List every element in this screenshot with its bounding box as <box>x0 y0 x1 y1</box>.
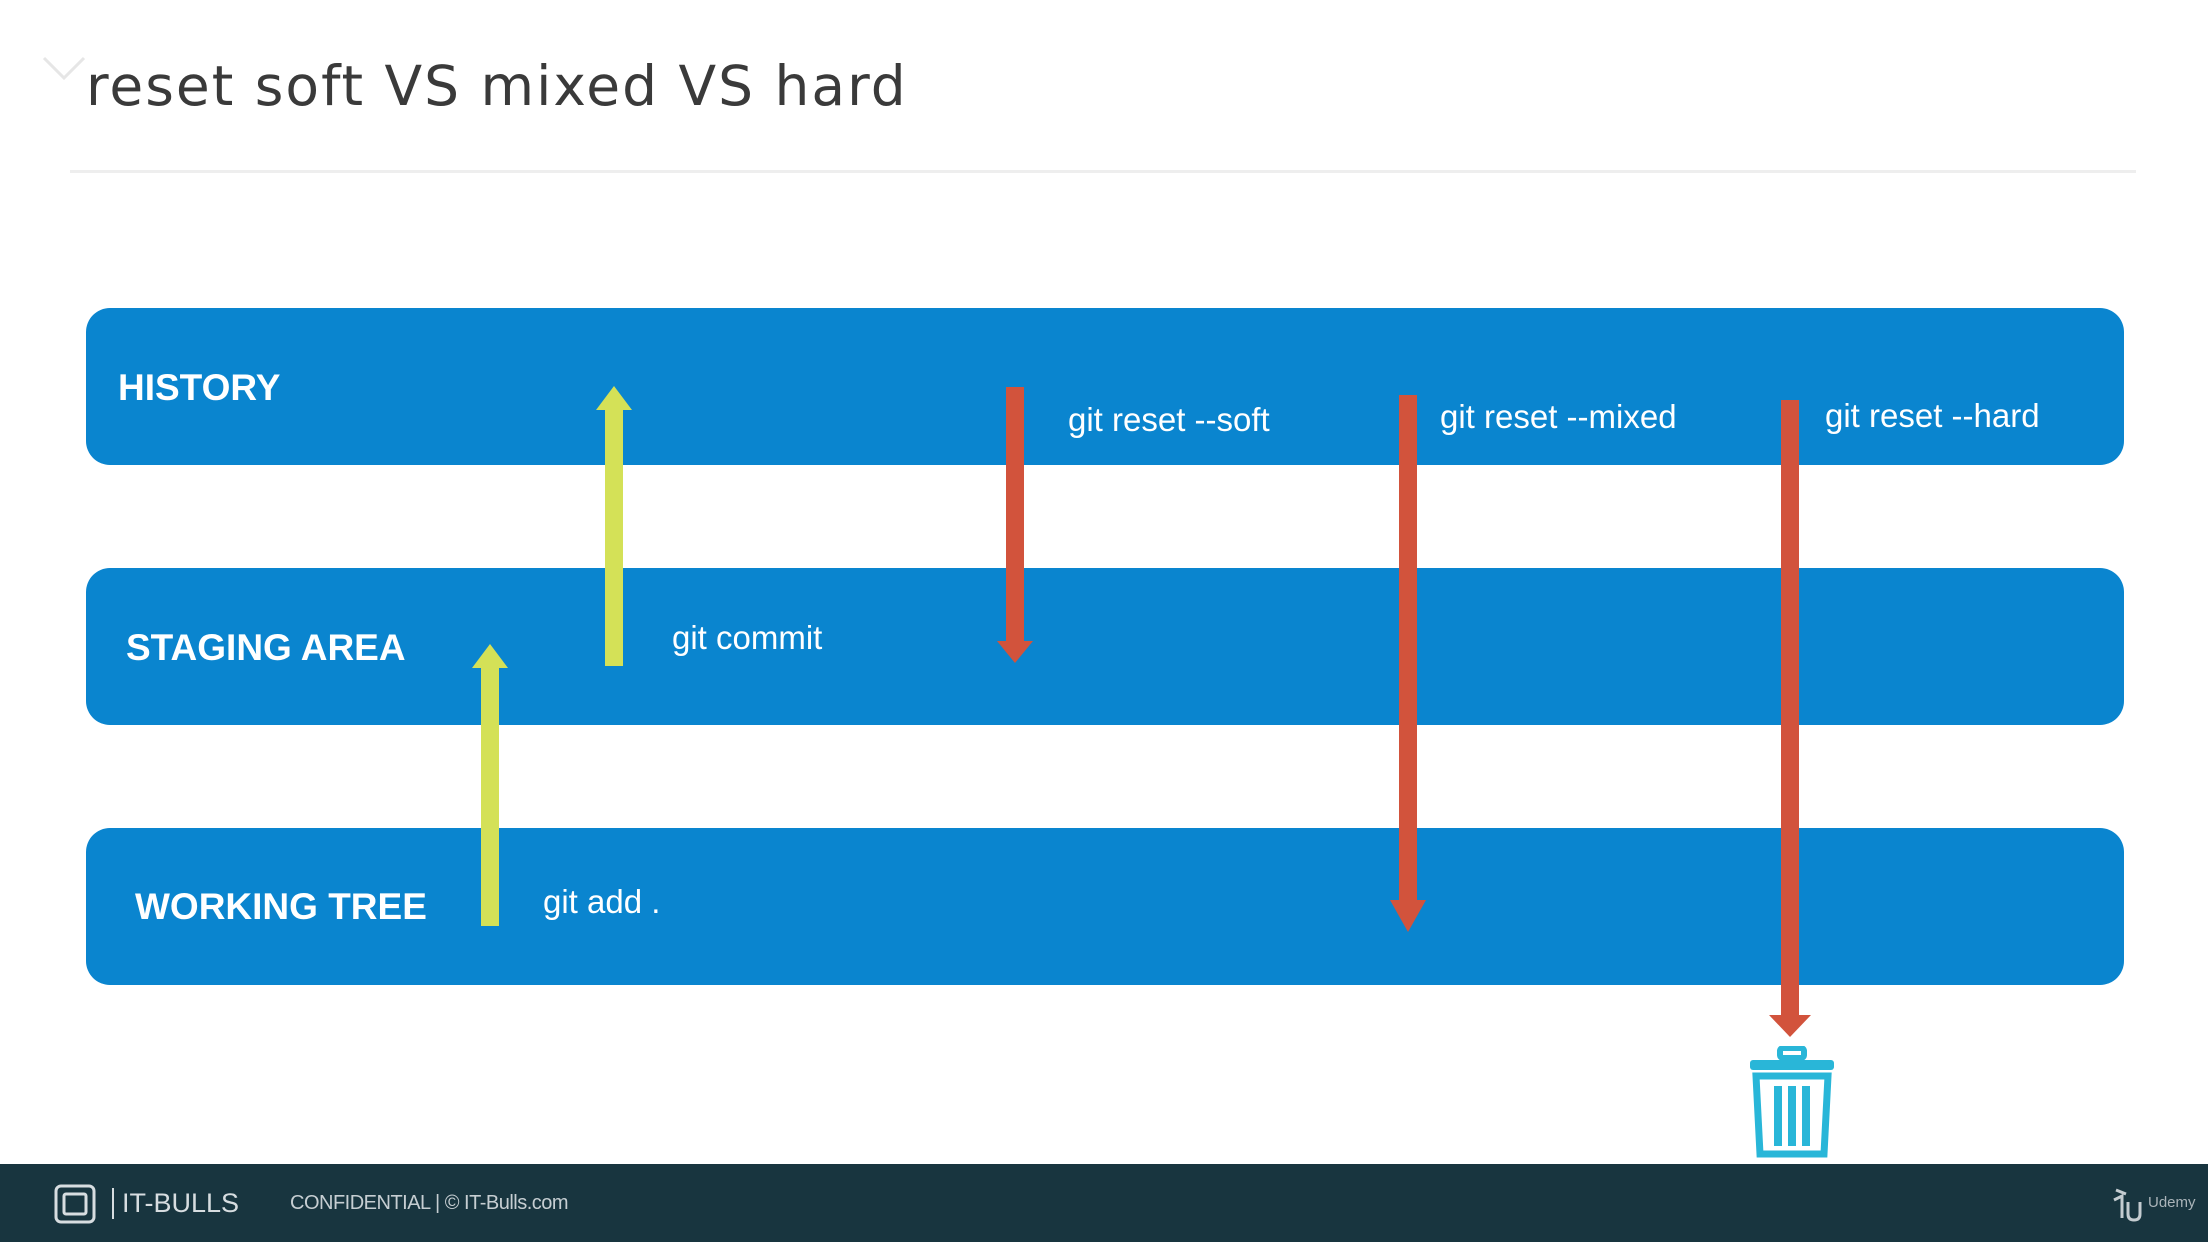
git-reset-soft-label: git reset --soft <box>1068 401 1270 438</box>
slide-corner-mark-icon <box>42 56 86 81</box>
slide-title: reset soft VS mixed VS hard <box>86 54 908 118</box>
reset-mixed-arrow <box>1390 395 1426 932</box>
footer-confidential-text: CONFIDENTIAL | © IT-Bulls.com <box>290 1192 569 1214</box>
git-reset-hard-label: git reset --hard <box>1825 397 2040 434</box>
udemy-label: Udemy <box>2148 1194 2196 1211</box>
git-commit-label: git commit <box>672 619 823 656</box>
git-reset-mixed-label: git reset --mixed <box>1440 398 1677 435</box>
git-add-label: git add . <box>543 883 661 920</box>
trash-icon <box>1750 1046 1834 1158</box>
working-tree-label: WORKING TREE <box>135 886 427 927</box>
reset-hard-arrow <box>1769 400 1811 1037</box>
footer-brand: IT-BULLS <box>112 1188 239 1219</box>
staging-area-label: STAGING AREA <box>126 627 406 668</box>
it-bulls-logo-icon <box>54 1184 96 1224</box>
git-commit-arrow <box>596 386 632 666</box>
history-label: HISTORY <box>118 367 281 408</box>
reset-soft-arrow <box>997 387 1033 663</box>
udemy-logo-icon <box>2113 1188 2142 1222</box>
git-add-arrow <box>472 644 508 926</box>
slide-footer: IT-BULLS CONFIDENTIAL | © IT-Bulls.com U… <box>0 1164 2208 1242</box>
title-divider <box>70 170 2136 173</box>
